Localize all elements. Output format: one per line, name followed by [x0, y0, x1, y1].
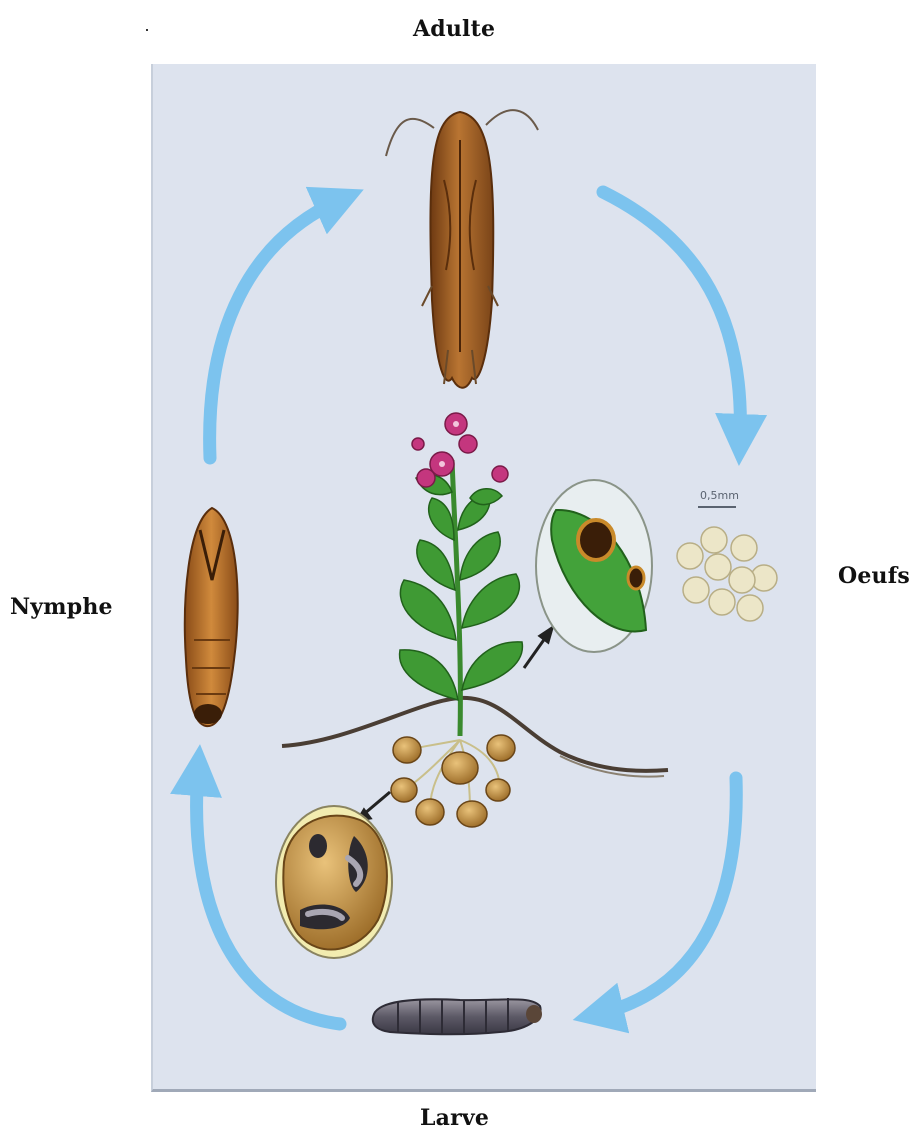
arrow-to-tuber-detail: [364, 792, 390, 814]
pupa: [185, 508, 238, 726]
arrow-pupa-to-adult: [210, 200, 340, 458]
tuber-cutaway-detail: [276, 806, 392, 958]
arrow-adult-to-eggs: [603, 192, 740, 440]
tubers: [391, 735, 515, 827]
arrow-eggs-to-larva: [598, 778, 736, 1014]
larva: [373, 998, 542, 1034]
leaf-damage-detail: [536, 480, 652, 652]
adult-moth: [386, 110, 538, 388]
host-plant: [400, 413, 523, 736]
scale-label: 0,5mm: [700, 489, 739, 502]
eggs: 0,5mm: [677, 489, 777, 621]
